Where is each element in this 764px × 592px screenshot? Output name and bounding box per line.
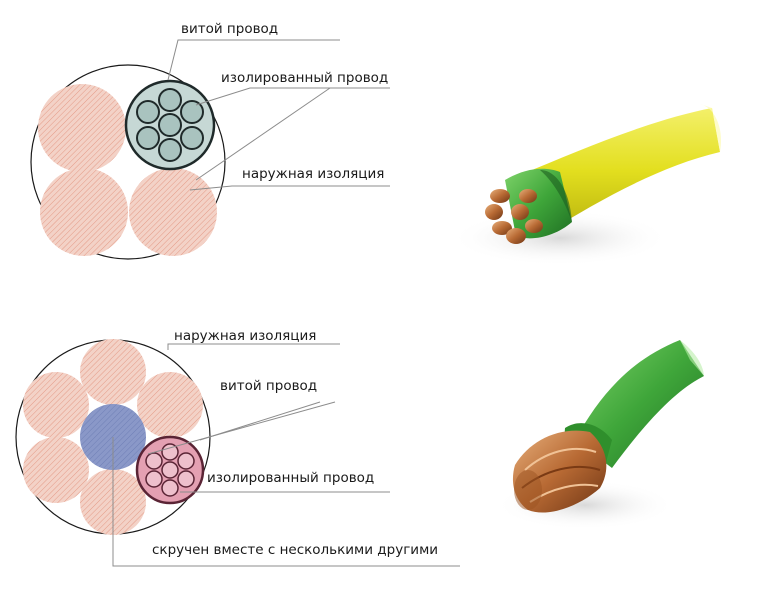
bottom-label-outer-insulation: наружная изоляция <box>174 328 316 344</box>
strand-circle <box>38 84 126 172</box>
top-label-stranded-wire: витой провод <box>181 21 278 37</box>
strand-circle <box>40 168 128 256</box>
bottom-label-stranded-wire: витой провод <box>220 378 317 394</box>
bottom-leader-lines <box>112 343 460 567</box>
insulated-core <box>124 79 216 171</box>
strand-circle <box>23 372 89 438</box>
green-cable-icon <box>495 340 704 530</box>
copper-strands <box>512 430 607 513</box>
pink-insulated-bundle <box>135 435 205 505</box>
top-leader-lines <box>167 39 390 191</box>
yellow-green-cable-icon <box>450 104 722 266</box>
strand-circle <box>80 339 146 405</box>
top-cable-cross-section <box>30 64 226 260</box>
strand-circle <box>129 168 217 256</box>
bottom-label-twisted-together: скручен вместе с несколькими другими <box>152 542 438 558</box>
top-label-insulated-wire: изолированный провод <box>221 70 388 86</box>
strand-circle <box>23 437 89 503</box>
bottom-label-insulated-wire: изолированный провод <box>207 470 374 486</box>
copper-strands <box>485 189 543 244</box>
strand-circle <box>137 372 203 438</box>
top-label-outer-insulation: наружная изоляция <box>242 166 384 182</box>
